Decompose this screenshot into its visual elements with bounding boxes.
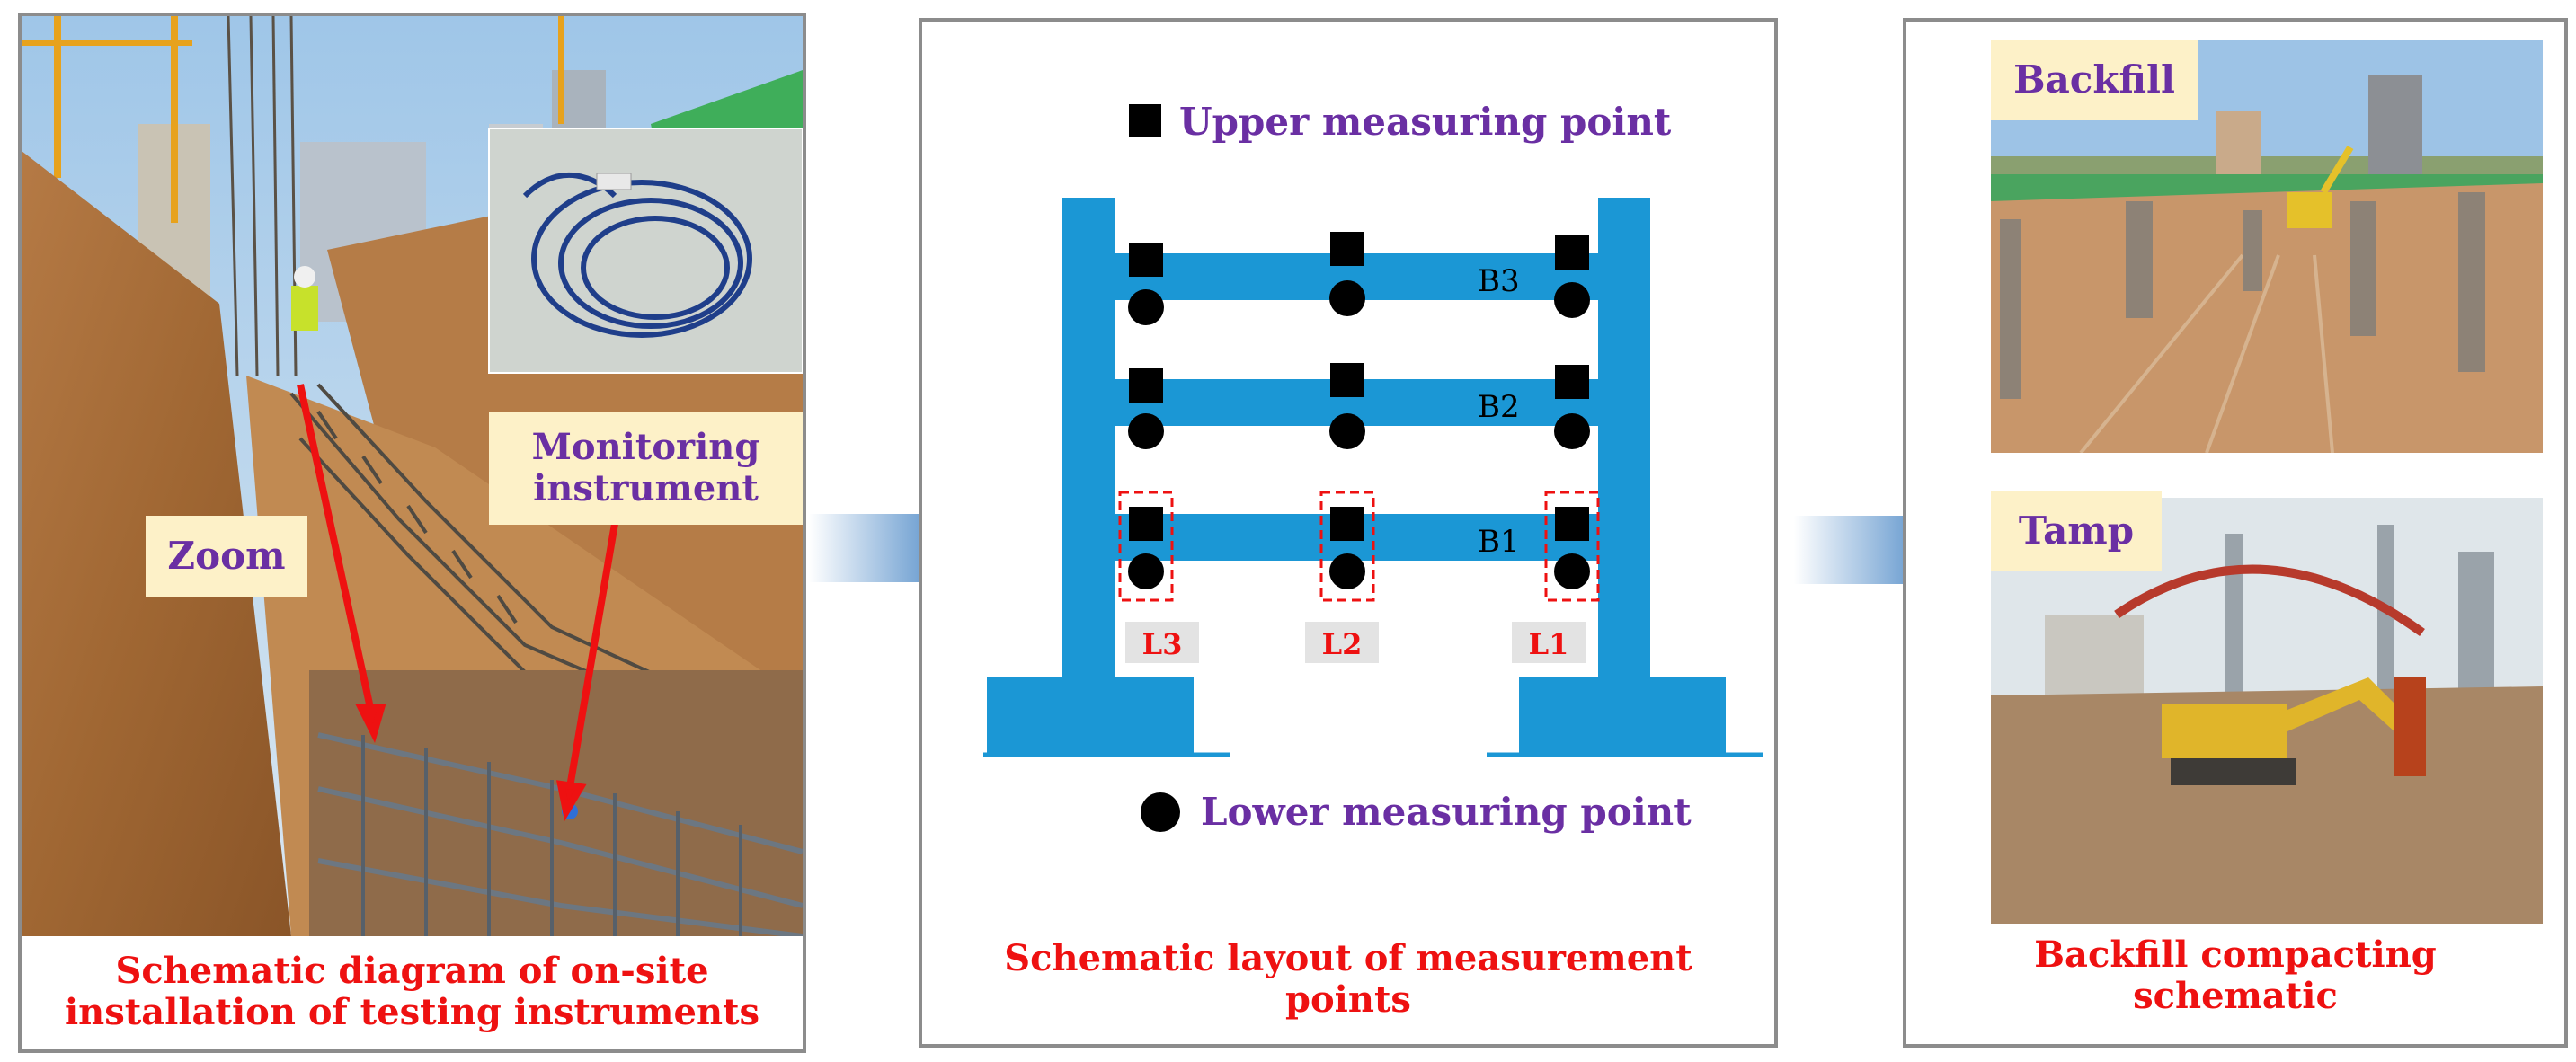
beam-b1-label: B1 (1478, 524, 1520, 560)
zoom-tag: Zoom (146, 516, 307, 597)
monitoring-instrument-tag: Monitoring instrument (489, 412, 803, 525)
upper-point (1555, 365, 1589, 399)
line-l1-label-bg (1512, 622, 1586, 663)
line-l1-highlight (1544, 491, 1600, 602)
upper-point (1555, 235, 1589, 270)
upper-point (1330, 507, 1364, 541)
beam-b2-label: B2 (1478, 389, 1520, 425)
backfill-tag: Backfill (1991, 40, 2198, 120)
line-l2-label-bg (1305, 622, 1379, 663)
line-l3-label-bg (1125, 622, 1199, 663)
line-l3-highlight (1118, 491, 1174, 602)
onsite-installation-caption: Schematic diagram of on-site installatio… (22, 951, 803, 1033)
upper-point (1330, 363, 1364, 397)
monitoring-instrument-line2: instrument (533, 467, 759, 509)
upper-point (1330, 232, 1364, 266)
tamp-photo-illustration (1991, 498, 2543, 924)
right-column (1598, 198, 1650, 737)
line-l1-label: L1 (1529, 627, 1569, 661)
zoom-label: Zoom (167, 533, 286, 578)
lower-point (1329, 553, 1365, 589)
tamp-label: Tamp (2018, 508, 2135, 553)
line-l2-label: L2 (1322, 627, 1363, 661)
lower-point-legend-icon (1141, 792, 1180, 832)
line-l2-highlight (1319, 491, 1375, 602)
tamp-tag: Tamp (1991, 491, 2162, 571)
panel-backfill-compacting: Backfill Tamp Backfill compacting schema… (1903, 18, 2568, 1048)
caption-line1: Schematic layout of measurement (1004, 937, 1692, 979)
lower-point (1128, 553, 1164, 589)
upper-point-legend-label: Upper measuring point (1179, 100, 1672, 144)
left-column (1062, 198, 1115, 737)
backfill-photo-illustration (1991, 40, 2543, 453)
lower-point (1554, 282, 1590, 318)
frame-schematic: Upper measuring point B3 B2 B1 (983, 100, 1763, 834)
upper-point (1129, 507, 1163, 541)
panel-measurement-layout: Upper measuring point B3 B2 B1 (919, 18, 1778, 1048)
beam-b3-label: B3 (1478, 263, 1520, 299)
backfill-label: Backfill (2013, 57, 2175, 102)
monitoring-instrument-line1: Monitoring (531, 426, 760, 468)
measurement-layout-caption: Schematic layout of measurement points (922, 938, 1774, 1021)
lower-point (1329, 413, 1365, 449)
panel-onsite-installation: Monitoring instrument Zoom Schematic dia… (18, 13, 806, 1053)
tamp-photo (1991, 498, 2543, 924)
upper-point (1129, 243, 1163, 277)
caption-line2: points (1285, 978, 1411, 1021)
backfill-photo (1991, 40, 2543, 453)
caption-line1: Backfill compacting (2034, 934, 2437, 976)
lower-point (1128, 289, 1164, 325)
lower-point (1329, 280, 1365, 316)
caption-line2: installation of testing instruments (64, 991, 760, 1033)
upper-point (1129, 368, 1163, 403)
upper-point (1555, 507, 1589, 541)
lower-point-legend-label: Lower measuring point (1201, 790, 1692, 834)
lower-point (1554, 413, 1590, 449)
left-footing (987, 677, 1194, 755)
line-l3-label: L3 (1142, 627, 1183, 661)
upper-point-legend-icon (1129, 104, 1161, 137)
caption-line2: schematic (2133, 975, 2338, 1017)
lower-point (1128, 413, 1164, 449)
caption-line1: Schematic diagram of on-site (115, 950, 709, 992)
backfill-compacting-caption: Backfill compacting schematic (1906, 934, 2564, 1017)
lower-point (1554, 553, 1590, 589)
right-footing (1519, 677, 1726, 755)
